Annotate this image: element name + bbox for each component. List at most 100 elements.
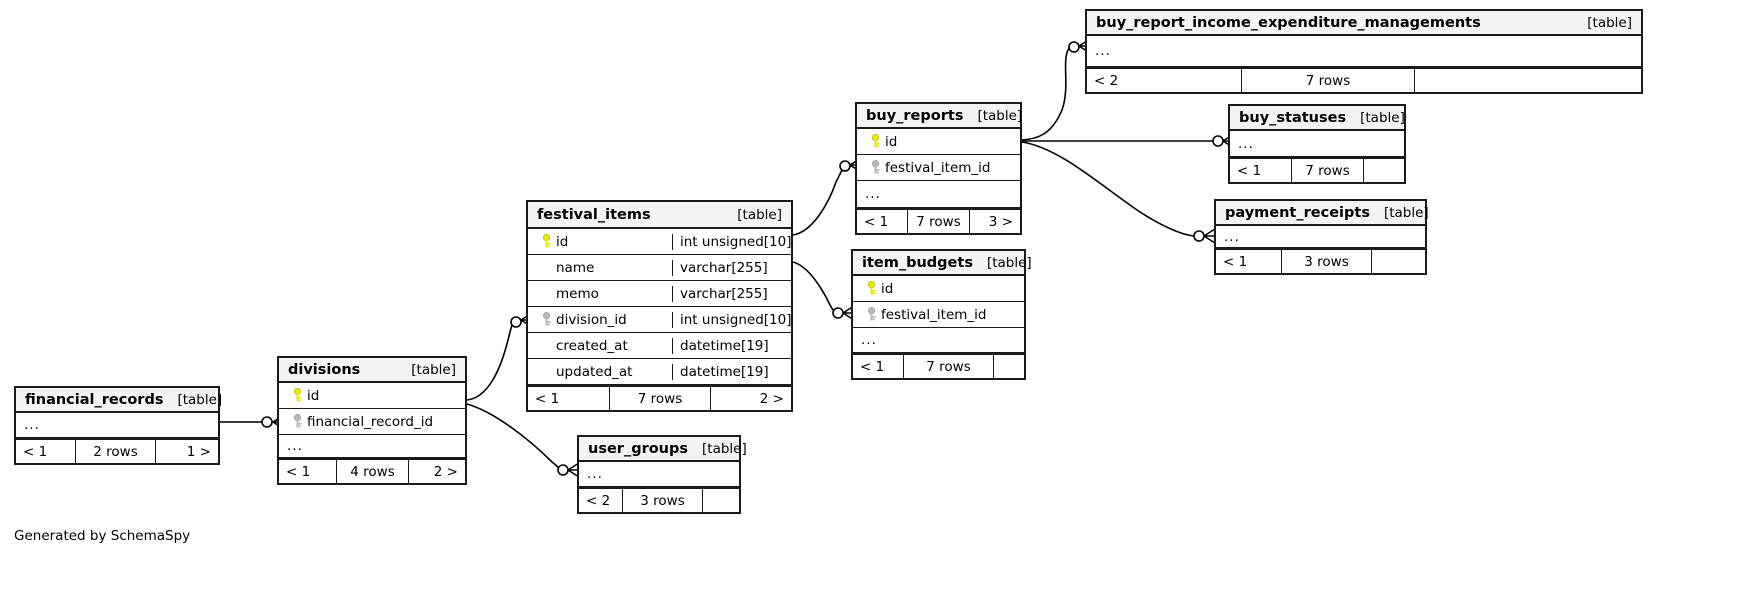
table-header: payment_receipts [table] [1216, 201, 1429, 226]
edge-buy-reports-buy-statuses [1022, 133, 1235, 149]
foreign-key-icon [536, 312, 556, 327]
table-item-budgets[interactable]: item_budgets [table] id [851, 249, 1032, 380]
table-row[interactable]: ... [1230, 131, 1404, 157]
table-footer: < 1 7 rows [1230, 157, 1404, 182]
table-buy-report-income-expenditure-managements[interactable]: buy_report_income_expenditure_management… [1085, 9, 1643, 94]
table-type-tag: [table] [1587, 14, 1632, 31]
table-row[interactable]: ... [1087, 36, 1641, 67]
column-cell: id [857, 134, 1020, 150]
column-label: updated_at [556, 363, 633, 380]
table-buy-reports[interactable]: buy_reports [table] id [855, 102, 1022, 235]
table-row[interactable]: ... [579, 462, 739, 487]
footer-parent-count: < 2 [1087, 69, 1242, 92]
table-type-tag: [table] [737, 206, 782, 223]
table-row[interactable]: created_at datetime[19] [528, 333, 791, 359]
footer-child-count: 2 > [433, 463, 458, 480]
column-type: varchar[255] [672, 259, 791, 276]
footer-child-count: 1 > [186, 443, 211, 460]
column-label: id [885, 133, 898, 150]
table-user-groups[interactable]: user_groups [table] ... < 2 3 rows [577, 435, 747, 514]
table-row[interactable]: festival_item_id [853, 302, 1024, 328]
column-ellipsis: ... [865, 186, 881, 202]
column-cell: division_id [528, 312, 672, 328]
primary-key-icon [287, 388, 307, 403]
column-cell: created_at [528, 338, 672, 354]
table-footer: < 1 7 rows 2 > [528, 385, 791, 410]
table-type-tag: [table] [702, 440, 747, 457]
edge-divisions-user-groups [466, 403, 580, 478]
column-cell: id [853, 281, 1024, 297]
table-header: item_budgets [table] [853, 251, 1032, 276]
table-name: buy_statuses [1239, 109, 1347, 126]
column-ellipsis: ... [287, 438, 303, 454]
table-financial-records[interactable]: financial_records [table] ... < 1 2 rows… [14, 386, 222, 465]
footer-row-count: 4 rows [337, 460, 409, 483]
column-label: memo [556, 285, 599, 302]
table-row[interactable]: ... [857, 181, 1020, 208]
table-footer: < 1 7 rows 3 > [857, 208, 1020, 233]
table-row[interactable]: ... [16, 413, 218, 438]
column-type: datetime[19] [672, 337, 791, 354]
generated-by-credit: Generated by SchemaSpy [14, 528, 191, 544]
footer-row-count: 7 rows [1292, 159, 1364, 182]
column-ellipsis: ... [1238, 135, 1254, 152]
column-label: id [881, 280, 894, 297]
table-divisions[interactable]: divisions [table] id [277, 356, 467, 485]
table-row[interactable]: financial_record_id [279, 409, 465, 435]
footer-row-count: 7 rows [904, 355, 994, 378]
column-label: created_at [556, 337, 628, 354]
footer-row-count: 7 rows [1242, 69, 1415, 92]
table-type-tag: [table] [977, 107, 1023, 124]
footer-child-count [1372, 250, 1425, 273]
table-festival-items[interactable]: festival_items [table] id int unsigned[1… [526, 200, 793, 412]
footer-child-count: 2 > [759, 390, 784, 407]
column-ellipsis: ... [1224, 228, 1240, 245]
footer-parent-count: < 1 [857, 210, 908, 233]
footer-child-count [1364, 159, 1404, 182]
column-type: int unsigned[10] [672, 233, 792, 250]
table-row[interactable]: memo varchar[255] [528, 281, 791, 307]
edge-buy-reports-income-expenditure [1021, 38, 1091, 141]
column-label: name [556, 259, 595, 276]
column-label: festival_item_id [881, 306, 987, 323]
footer-parent-count: < 1 [279, 460, 337, 483]
footer-child-count [1415, 69, 1641, 92]
column-cell: id [528, 234, 672, 250]
column-label: division_id [556, 311, 627, 328]
table-row[interactable]: updated_at datetime[19] [528, 359, 791, 385]
foreign-key-icon [287, 414, 307, 429]
footer-child-count [703, 489, 739, 512]
table-name: festival_items [537, 206, 651, 223]
column-cell: financial_record_id [279, 414, 465, 430]
table-name: financial_records [25, 391, 164, 408]
table-row[interactable]: id [279, 383, 465, 409]
footer-parent-count: < 1 [1216, 250, 1282, 273]
table-footer: < 1 7 rows [853, 353, 1024, 378]
table-name: buy_report_income_expenditure_management… [1096, 14, 1481, 31]
column-label: festival_item_id [885, 159, 991, 176]
table-row[interactable]: ... [853, 328, 1024, 353]
table-row[interactable]: id int unsigned[10] [528, 229, 792, 255]
table-row[interactable]: ... [279, 435, 465, 458]
footer-parent-count: < 1 [853, 355, 904, 378]
table-footer: < 2 3 rows [579, 487, 739, 512]
footer-row-count: 7 rows [908, 210, 970, 233]
table-row[interactable]: festival_item_id [857, 155, 1020, 181]
table-payment-receipts[interactable]: payment_receipts [table] ... < 1 3 rows [1214, 199, 1429, 275]
edge-festival-items-buy-reports [792, 157, 862, 236]
table-header: buy_report_income_expenditure_management… [1087, 11, 1641, 36]
table-row[interactable]: ... [1216, 226, 1425, 248]
table-row[interactable]: id [853, 276, 1024, 302]
table-row[interactable]: division_id int unsigned[10] [528, 307, 792, 333]
table-type-tag: [table] [986, 254, 1032, 271]
table-name: user_groups [588, 440, 689, 457]
column-cell: updated_at [528, 364, 672, 380]
table-header: buy_reports [table] [857, 104, 1023, 129]
table-row[interactable]: id [857, 129, 1020, 155]
table-row[interactable]: name varchar[255] [528, 255, 791, 281]
edge-buy-reports-payment-receipts [1021, 141, 1216, 244]
table-buy-statuses[interactable]: buy_statuses [table] ... < 1 7 rows [1228, 104, 1406, 184]
table-header: user_groups [table] [579, 437, 747, 462]
table-header: buy_statuses [table] [1230, 106, 1405, 131]
column-cell: name [528, 260, 672, 276]
